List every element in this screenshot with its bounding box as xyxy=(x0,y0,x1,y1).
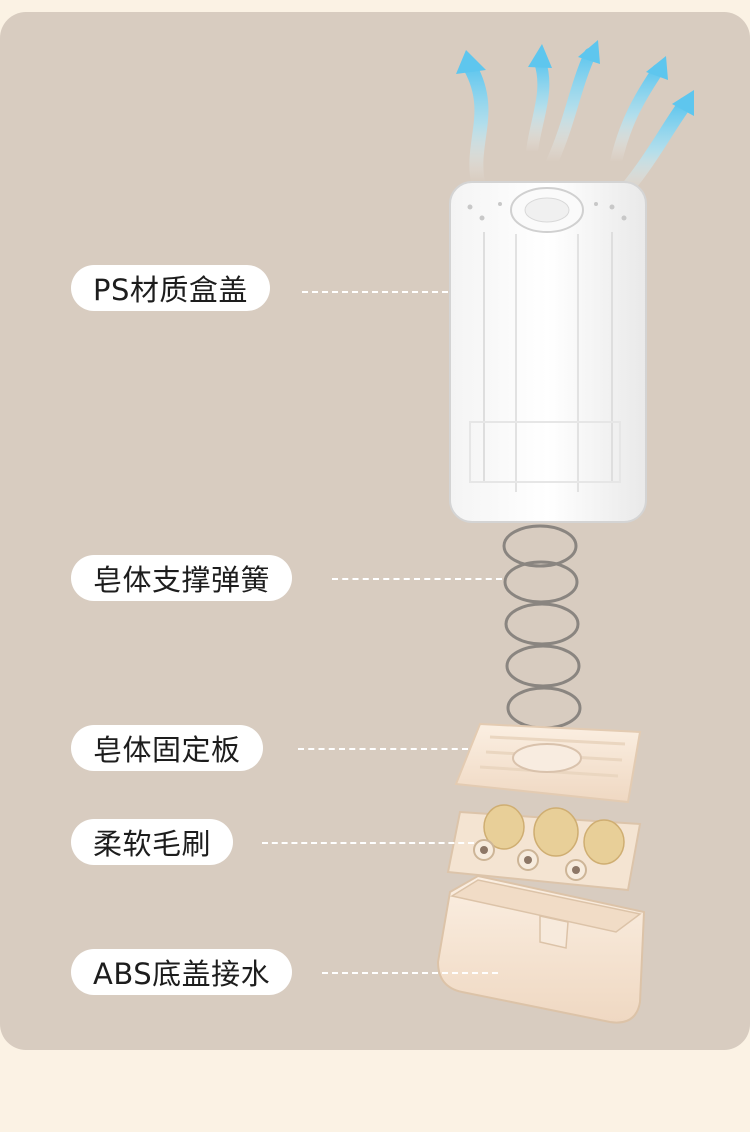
label-ps-lid: PS材质盒盖 xyxy=(71,265,270,311)
brush-illustration xyxy=(446,804,642,892)
leader-line-base xyxy=(322,972,498,974)
fixing-plate-illustration xyxy=(454,722,642,804)
leader-line-spring xyxy=(332,578,502,580)
airflow-arrow-icon xyxy=(578,40,600,64)
product-diagram-card: PS材质盒盖 皂体支撑弹簧 皂体固定板 柔软毛刷 ABS底盖接水 xyxy=(0,12,750,1050)
ps-lid-illustration xyxy=(449,181,647,523)
airflow-arrow-icon xyxy=(646,56,668,80)
airflow-arrow-icon xyxy=(528,44,552,68)
label-plate: 皂体固定板 xyxy=(71,725,263,771)
leader-line-ps-lid xyxy=(302,291,448,293)
airflow-arrow-icon xyxy=(456,50,486,74)
label-spring: 皂体支撑弹簧 xyxy=(71,555,293,601)
airflow-arrows xyxy=(456,40,694,204)
leader-line-plate xyxy=(298,748,468,750)
airflow-arrow-icon xyxy=(672,90,694,116)
airflow-arrow-icon xyxy=(526,56,550,158)
airflow-arrow-icon xyxy=(546,48,596,168)
leader-line-brush xyxy=(262,842,474,844)
abs-base-illustration xyxy=(436,874,646,1024)
exploded-product-illustration xyxy=(436,40,694,1024)
airflow-arrow-icon xyxy=(610,64,664,168)
airflow-arrow-icon xyxy=(463,60,489,189)
label-brush: 柔软毛刷 xyxy=(71,819,234,865)
label-base: ABS底盖接水 xyxy=(71,949,293,995)
